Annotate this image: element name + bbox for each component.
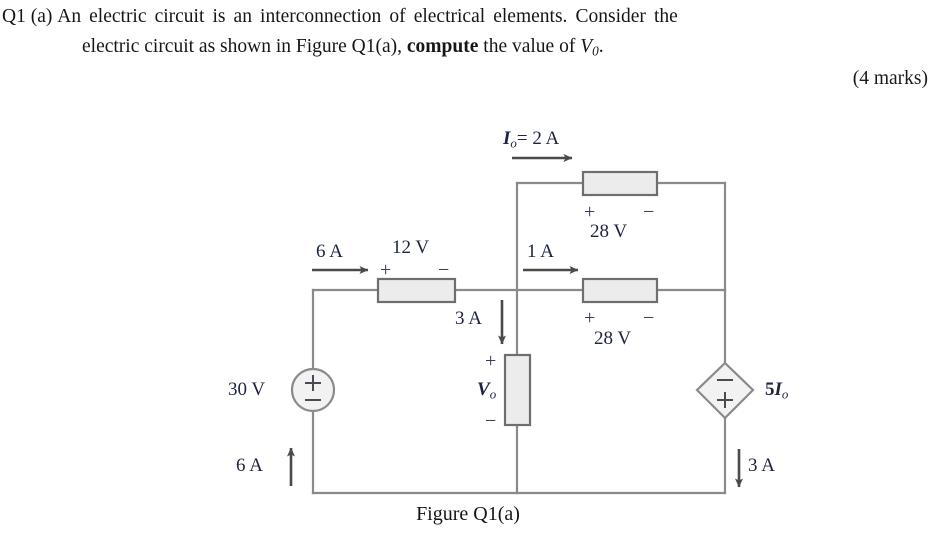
- label-io-value: = 2 A: [516, 128, 560, 149]
- question-line-2: electric circuit as shown in Figure Q1(a…: [82, 32, 604, 67]
- resistor-top-28v-body: [581, 170, 659, 197]
- resistor-mid-28v-body: [581, 277, 659, 304]
- label-6a-top: 6 A: [316, 241, 343, 262]
- sign-plus-12v: +: [380, 259, 392, 281]
- voltage-source-30v-symbol: [290, 367, 336, 413]
- question-line-1: Q1 (a) An electric circuit is an interco…: [2, 2, 678, 32]
- label-1a: 1 A: [527, 241, 554, 262]
- label-30v-source: 30 V: [228, 379, 266, 400]
- label-3a-right: 3 A: [748, 455, 775, 476]
- question-number: Q1 (a): [2, 6, 53, 27]
- label-5io-symbol: I: [774, 379, 782, 400]
- label-io-current: Io= 2 A: [503, 129, 559, 151]
- label-dependent-source-5io: 5Io: [765, 380, 788, 402]
- question-line-2-period: .: [598, 36, 604, 57]
- question-marks: (4 marks): [852, 68, 928, 89]
- question-line-1-text: An electric circuit is an interconnectio…: [57, 6, 678, 27]
- sign-minus-top-28v: −: [643, 201, 655, 223]
- label-vo: Vo: [477, 380, 496, 402]
- question-emphasis-compute: compute: [406, 36, 479, 57]
- current-arrows: [287, 154, 743, 488]
- sign-minus-vo: −: [485, 410, 497, 432]
- circuit-diagram: Io= 2 A + − 28 V 6 A 12 V + − 1 A 3 A + …: [0, 108, 936, 498]
- label-5io-subscript: o: [781, 386, 789, 402]
- sign-minus-12v: −: [438, 259, 450, 281]
- sign-plus-mid-28v: +: [584, 307, 596, 329]
- figure-caption: Figure Q1(a): [416, 503, 520, 525]
- label-5io-coefficient: 5: [765, 379, 775, 400]
- question-symbol-vo-subscript: 0: [592, 43, 599, 59]
- label-top-resistor-voltage: 28 V: [590, 221, 628, 242]
- circuit-schematic-svg: [287, 154, 755, 495]
- label-io-subscript: o: [510, 135, 517, 151]
- label-6a-bottom: 6 A: [236, 455, 263, 476]
- circuit-wires: [311, 181, 727, 495]
- label-io-symbol: I: [503, 128, 511, 149]
- resistor-12v-body: [376, 277, 457, 304]
- question-line-2-part1: electric circuit as shown in Figure Q1(a…: [82, 36, 403, 57]
- sign-plus-vo: +: [485, 350, 497, 372]
- sign-plus-top-28v: +: [584, 201, 596, 223]
- label-vo-symbol: V: [477, 379, 490, 400]
- question-line-2-part2: the value of: [483, 36, 576, 57]
- label-mid-resistor-voltage: 28 V: [594, 328, 632, 349]
- dependent-source-5io-symbol: [695, 361, 755, 420]
- sign-minus-mid-28v: −: [643, 307, 655, 329]
- resistor-vo-body: [503, 353, 532, 427]
- label-3a-mid: 3 A: [455, 308, 482, 329]
- label-vo-subscript: o: [489, 386, 497, 402]
- label-12v-resistor-voltage: 12 V: [392, 237, 430, 258]
- question-symbol-vo: V: [580, 36, 593, 57]
